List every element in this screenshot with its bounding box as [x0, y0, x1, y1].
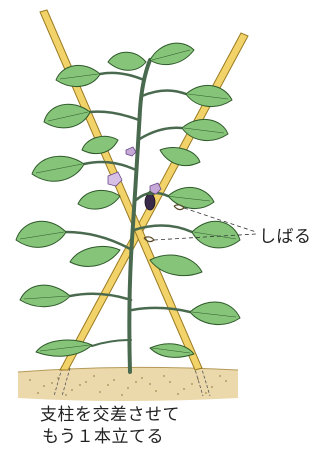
leaf [192, 221, 240, 248]
leaf [108, 52, 146, 70]
caption-line-2: もう１本立てる [40, 426, 270, 448]
leaf [20, 285, 70, 307]
leaf [44, 104, 90, 128]
leaf [78, 190, 120, 209]
leaf [16, 221, 66, 247]
leaf [82, 136, 118, 153]
tie-label: しばる [259, 222, 312, 247]
leaf [56, 65, 100, 86]
leaf [70, 246, 120, 266]
caption: 支柱を交差させて もう１本立てる [40, 404, 270, 448]
leaf [190, 302, 240, 325]
leaf [150, 43, 194, 64]
leaf [160, 148, 200, 166]
leaf [186, 85, 232, 106]
caption-line-1: 支柱を交差させて [40, 404, 270, 426]
flower [126, 147, 136, 156]
